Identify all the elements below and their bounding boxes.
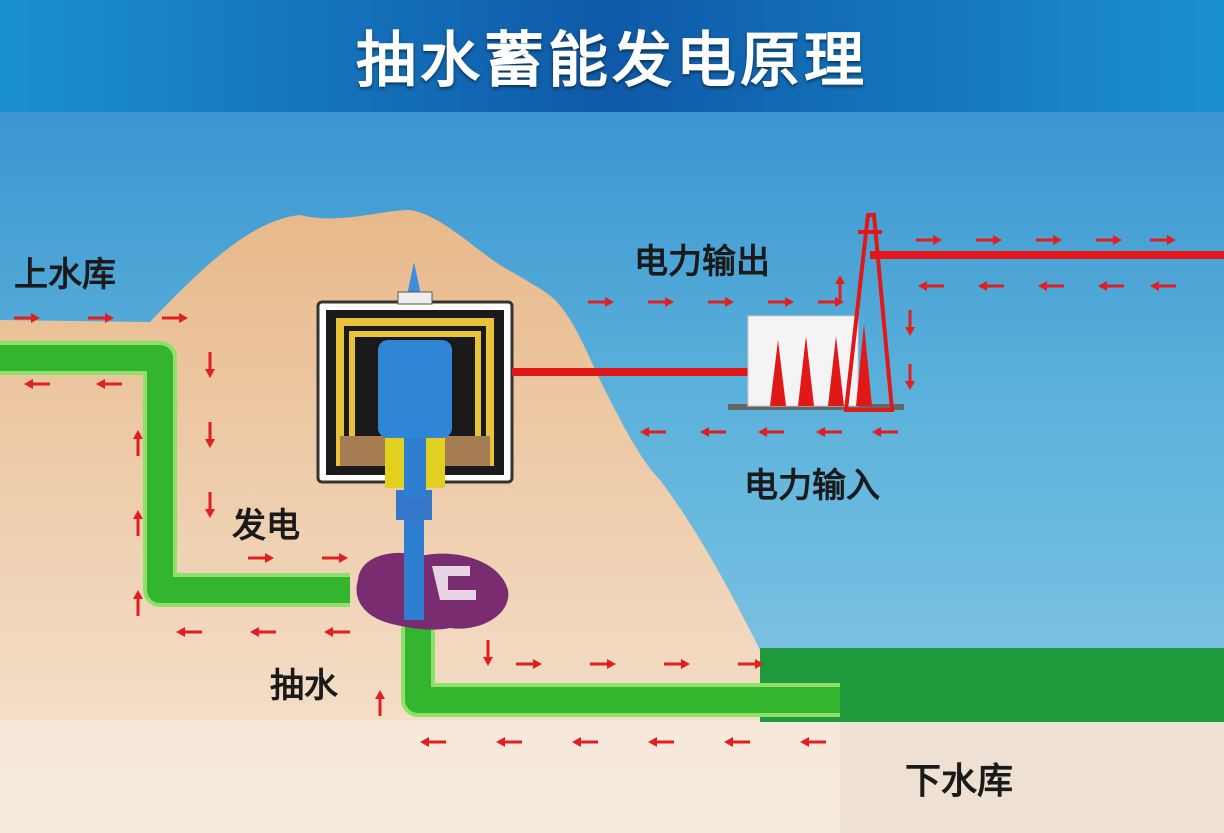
title-band bbox=[0, 0, 1224, 112]
flow-arrow bbox=[1036, 235, 1062, 245]
flow-arrow bbox=[700, 427, 726, 437]
flow-arrow bbox=[978, 281, 1004, 291]
flow-arrow bbox=[640, 427, 666, 437]
generate-label: 发电 bbox=[232, 506, 300, 546]
flow-arrow bbox=[664, 659, 690, 669]
flow-arrow bbox=[205, 352, 215, 378]
flow-arrow bbox=[648, 297, 674, 307]
flow-arrow bbox=[322, 553, 348, 563]
flow-arrow bbox=[133, 430, 143, 456]
flow-arrow bbox=[816, 427, 842, 437]
flow-arrow bbox=[133, 590, 143, 616]
flow-arrow bbox=[205, 492, 215, 518]
shaft-tip bbox=[406, 262, 422, 300]
flow-arrow bbox=[483, 640, 493, 666]
flow-arrow bbox=[96, 379, 122, 389]
flow-arrow bbox=[14, 313, 40, 323]
flow-arrow bbox=[248, 553, 274, 563]
flow-arrow bbox=[976, 235, 1002, 245]
flow-arrow bbox=[648, 737, 674, 747]
flow-arrow bbox=[133, 510, 143, 536]
generator-motor bbox=[316, 291, 514, 498]
transmission-tower bbox=[843, 213, 1224, 412]
flow-arrows bbox=[14, 235, 1176, 747]
flow-arrow bbox=[250, 627, 276, 637]
flow-arrow bbox=[162, 313, 188, 323]
pump-turbine bbox=[356, 552, 509, 630]
flow-arrow bbox=[375, 690, 385, 716]
page-title: 抽水蓄能发电原理 bbox=[356, 25, 868, 96]
lower-reservoir-label: 下水库 bbox=[905, 761, 1014, 802]
flow-arrow bbox=[496, 737, 522, 747]
tailrace-pipe-core bbox=[405, 610, 840, 713]
flow-arrow bbox=[24, 379, 50, 389]
flow-arrow bbox=[572, 737, 598, 747]
upper-reservoir-label: 上水库 bbox=[14, 255, 116, 295]
flow-arrow bbox=[768, 297, 794, 307]
flow-arrow bbox=[758, 427, 784, 437]
flow-arrow bbox=[818, 297, 844, 307]
power-input-label: 电力输入 bbox=[744, 466, 880, 506]
flow-arrow bbox=[176, 627, 202, 637]
flow-arrow bbox=[905, 310, 915, 336]
flow-arrow bbox=[1098, 281, 1124, 291]
flow-arrow bbox=[588, 297, 614, 307]
flow-arrow bbox=[916, 235, 942, 245]
turbine-blades bbox=[432, 566, 476, 600]
flow-arrow bbox=[905, 364, 915, 390]
flow-arrow bbox=[1038, 281, 1064, 291]
flow-arrow bbox=[1150, 281, 1176, 291]
flow-arrow bbox=[88, 313, 114, 323]
flow-arrow bbox=[1150, 235, 1176, 245]
flow-arrow bbox=[918, 281, 944, 291]
flow-arrow bbox=[324, 627, 350, 637]
substation bbox=[728, 315, 904, 410]
power-line-station bbox=[512, 368, 752, 376]
flow-arrow bbox=[708, 297, 734, 307]
flow-arrow bbox=[724, 737, 750, 747]
flow-arrow bbox=[1096, 235, 1122, 245]
pump-label: 抽水 bbox=[270, 666, 338, 706]
flow-arrow bbox=[205, 422, 215, 448]
lower-shore bbox=[840, 722, 1224, 833]
flow-arrow bbox=[420, 737, 446, 747]
flow-arrow bbox=[835, 275, 845, 301]
flow-arrow bbox=[800, 737, 826, 747]
flow-arrow bbox=[872, 427, 898, 437]
flow-arrow bbox=[516, 659, 542, 669]
flow-arrow bbox=[590, 659, 616, 669]
flow-arrow bbox=[738, 659, 764, 669]
lower-ground bbox=[0, 720, 840, 833]
power-output-label: 电力输出 bbox=[634, 242, 770, 282]
upper-penstock-core bbox=[0, 345, 350, 603]
